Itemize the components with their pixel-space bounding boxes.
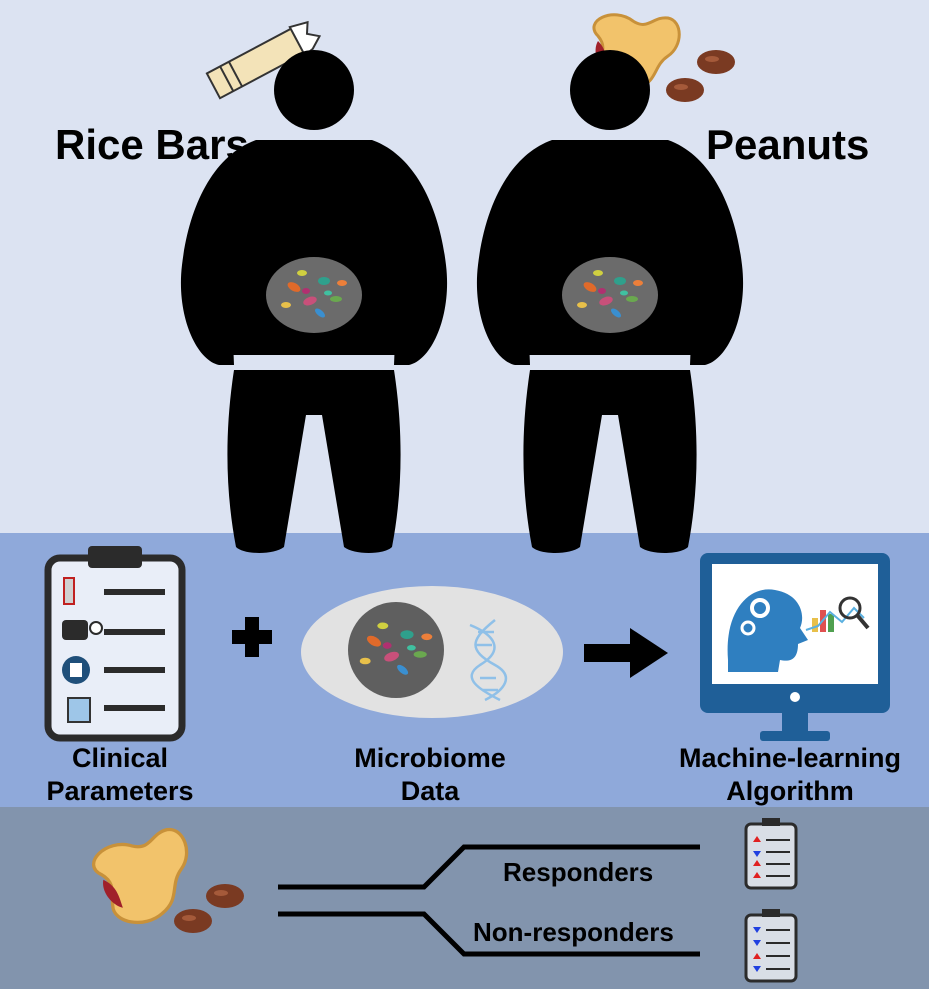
clipboard-icon xyxy=(744,909,798,983)
machine-learning-label: Machine-learning Algorithm xyxy=(678,743,902,806)
peanut-nut-icon xyxy=(206,884,244,908)
clipboard-icon xyxy=(44,546,186,742)
rice-bars-title: Rice Bars xyxy=(55,121,249,168)
clipboard-icon xyxy=(744,818,798,890)
rice-bar-icon xyxy=(205,20,322,100)
responders-label: Responders xyxy=(503,857,654,887)
plus-icon xyxy=(232,617,272,657)
dna-icon xyxy=(469,619,508,702)
microbiome-data-label: Microbiome Data xyxy=(354,743,506,806)
peanut-nut-icon xyxy=(174,909,212,933)
responder-branch-lines xyxy=(278,844,700,957)
top-band xyxy=(0,0,929,533)
non-responders-label: Non-responders xyxy=(473,917,674,947)
arrow-right-icon xyxy=(584,628,668,678)
chart-magnifier-icon xyxy=(805,596,870,632)
clinical-parameters-label: Clinical Parameters xyxy=(46,743,194,806)
brain-gear-icon xyxy=(727,589,808,672)
microbiome-data-icon xyxy=(301,586,563,718)
peanuts-title: Peanuts xyxy=(706,121,870,168)
peanut-nut-icon xyxy=(697,50,735,74)
peanut-nut-icon xyxy=(666,78,704,102)
